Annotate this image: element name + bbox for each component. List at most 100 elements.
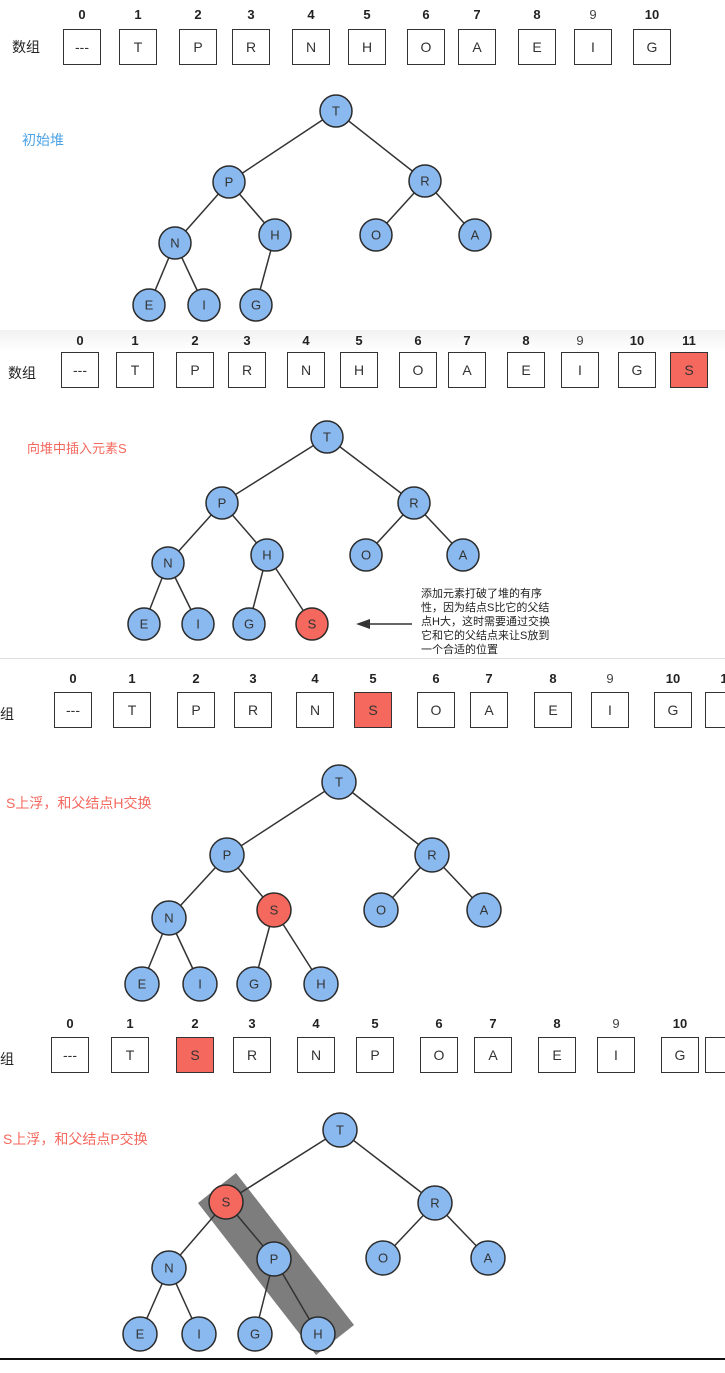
array-cell-8: E	[518, 29, 556, 65]
heap-node-r: R	[408, 164, 442, 198]
array-index-9: 9	[606, 671, 614, 686]
heap-node-label: I	[197, 1327, 201, 1342]
heap-node-label: E	[136, 1327, 145, 1342]
array-index-5: 5	[355, 333, 363, 348]
array-index-6: 6	[432, 671, 440, 686]
heap-node-label: T	[335, 775, 343, 790]
heap-node-n: N	[151, 1250, 187, 1286]
array-cell-9: I	[591, 692, 629, 728]
array-cell-8: E	[507, 352, 545, 388]
array-cell-4: N	[297, 1037, 335, 1073]
array-index-3: 3	[249, 671, 257, 686]
array-index-0: 0	[69, 671, 77, 686]
array-index-1: 1	[134, 7, 142, 22]
array-cell-2: P	[177, 692, 215, 728]
array-index-7: 7	[489, 1016, 497, 1031]
array-index-6: 6	[435, 1016, 443, 1031]
tree-edge	[221, 436, 328, 504]
array-cell-7: A	[458, 29, 496, 65]
array-cell-5: S	[354, 692, 392, 728]
heap-node-label: I	[196, 617, 200, 632]
heap-node-s: S	[208, 1184, 244, 1220]
heap-node-label: S	[270, 903, 279, 918]
heap-node-i: I	[181, 1316, 217, 1352]
array-cell-11	[705, 1037, 725, 1073]
array-index-9: 9	[589, 7, 597, 22]
heap-node-e: E	[122, 1316, 158, 1352]
array-cell-9: I	[561, 352, 599, 388]
array-index-10: 10	[672, 1016, 688, 1031]
heap-node-label: N	[164, 1261, 173, 1276]
heap-node-g: G	[232, 607, 266, 641]
heap-node-label: R	[430, 1196, 439, 1211]
array-cell-3: R	[234, 692, 272, 728]
heap-node-label: A	[471, 228, 480, 243]
tree-edge	[338, 781, 433, 856]
panel-caption: 向堆中插入元素S	[27, 441, 127, 456]
array-label: 数组	[0, 706, 14, 722]
heap-node-n: N	[158, 226, 192, 260]
heap-node-t: T	[321, 764, 357, 800]
array-cell-6: O	[420, 1037, 458, 1073]
array-index-8: 8	[553, 1016, 561, 1031]
heap-node-label: T	[332, 104, 340, 119]
heap-node-g: G	[239, 288, 273, 322]
array-index-7: 7	[463, 333, 471, 348]
array-index-2: 2	[191, 1016, 199, 1031]
heap-node-o: O	[363, 892, 399, 928]
array-index-11: 1	[720, 671, 725, 686]
heap-node-label: H	[313, 1327, 322, 1342]
array-index-5: 5	[371, 1016, 379, 1031]
array-cell-10: G	[633, 29, 671, 65]
bottom-rule	[0, 1358, 725, 1360]
array-cell-1: T	[111, 1037, 149, 1073]
array-index-4: 4	[312, 1016, 320, 1031]
array-cell-8: E	[538, 1037, 576, 1073]
heap-node-label: P	[270, 1252, 279, 1267]
array-index-4: 4	[302, 333, 310, 348]
array-cell-5: H	[340, 352, 378, 388]
heap-node-label: P	[218, 496, 227, 511]
array-cell-10: G	[618, 352, 656, 388]
array-index-4: 4	[307, 7, 315, 22]
heap-node-label: G	[250, 1327, 260, 1342]
tree-edge	[228, 110, 337, 183]
array-index-0: 0	[66, 1016, 74, 1031]
heap-node-label: T	[323, 430, 331, 445]
heap-node-label: E	[140, 617, 149, 632]
array-index-2: 2	[192, 671, 200, 686]
tree-edge	[225, 1129, 341, 1203]
array-index-10: 10	[644, 7, 660, 22]
heap-node-label: O	[371, 228, 381, 243]
heap-node-i: I	[182, 966, 218, 1002]
array-cell-4: N	[287, 352, 325, 388]
array-index-0: 0	[78, 7, 86, 22]
heap-node-o: O	[359, 218, 393, 252]
array-index-5: 5	[369, 671, 377, 686]
heap-node-r: R	[417, 1185, 453, 1221]
heap-node-h: H	[303, 966, 339, 1002]
arrow-head-icon	[356, 619, 370, 629]
array-index-9: 9	[576, 333, 584, 348]
array-label: 数组	[12, 39, 40, 55]
array-index-1: 1	[126, 1016, 134, 1031]
array-index-11: 11	[682, 333, 696, 348]
array-cell-0: ---	[54, 692, 92, 728]
array-label: 数组	[0, 1051, 14, 1067]
heap-node-t: T	[319, 94, 353, 128]
array-cell-3: R	[232, 29, 270, 65]
array-index-9: 9	[612, 1016, 620, 1031]
array-cell-10: G	[661, 1037, 699, 1073]
heap-node-a: A	[446, 538, 480, 572]
array-index-3: 3	[243, 333, 251, 348]
heap-node-label: O	[378, 1251, 388, 1266]
heap-node-label: N	[164, 911, 173, 926]
array-index-8: 8	[549, 671, 557, 686]
array-cell-0: ---	[63, 29, 101, 65]
tree-edge	[226, 781, 340, 856]
